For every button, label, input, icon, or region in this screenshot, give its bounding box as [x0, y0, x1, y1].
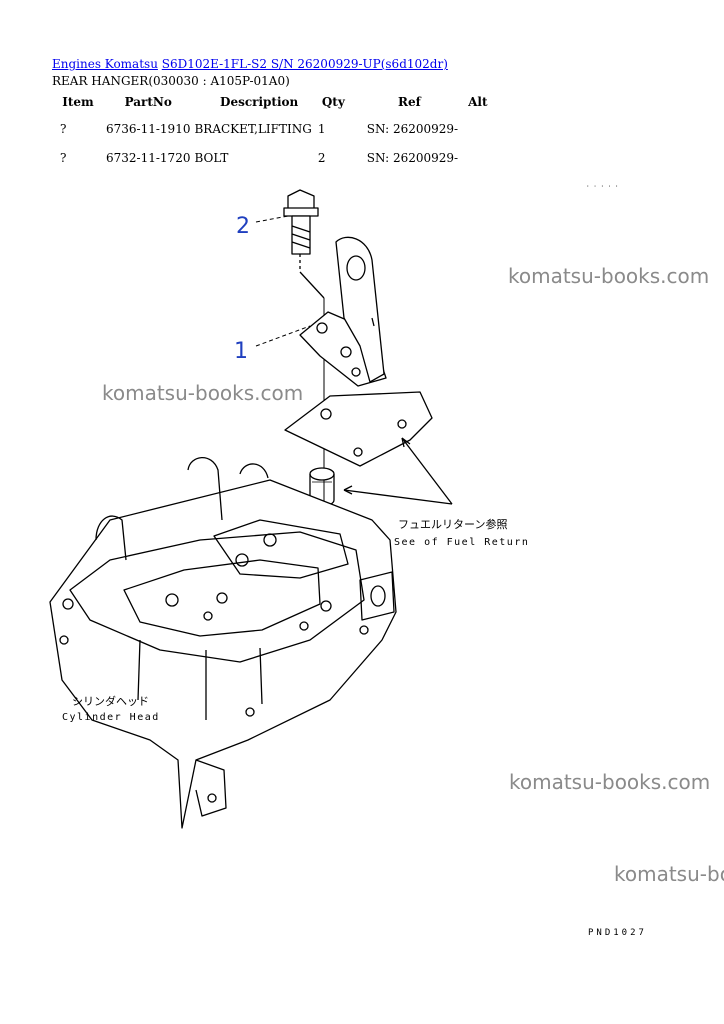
- watermark: komatsu-books.com: [614, 862, 724, 886]
- table-row: ? 6736-11-1910 BRACKET,LIFTING 1 SN: 262…: [52, 114, 496, 143]
- header-ref: Ref: [398, 95, 421, 109]
- table-row: ? 6732-11-1720 BOLT 2 SN: 26200929-: [52, 143, 496, 172]
- lifting-bracket-part: [299, 236, 387, 387]
- cylinder-head-part: [49, 456, 397, 829]
- cell-item: ?: [60, 121, 67, 136]
- breadcrumb-link-engines[interactable]: Engines Komatsu: [52, 57, 158, 71]
- cell-partno: 6732-11-1720: [106, 150, 191, 165]
- cell-ref: SN: 26200929-: [366, 150, 459, 165]
- header-alt: Alt: [468, 95, 488, 109]
- cell-qty: 1: [317, 121, 326, 136]
- callout-1: 1: [234, 339, 248, 364]
- cell-alt: [460, 143, 495, 172]
- plate-part: [284, 391, 433, 467]
- watermark: komatsu-books.com: [508, 264, 710, 288]
- table-header-row: Item PartNo Description Qty Ref Alt: [52, 90, 496, 114]
- header-description: Description: [220, 95, 299, 109]
- cell-description: BRACKET,LIFTING: [194, 121, 312, 136]
- drawing-code: PND1027: [588, 928, 647, 938]
- parts-table: Item PartNo Description Qty Ref Alt ? 67…: [52, 90, 496, 172]
- cell-qty: 2: [317, 150, 326, 165]
- label-fuel-jp: フュエルリターン参照: [398, 517, 507, 531]
- cell-partno: 6736-11-1910: [106, 121, 191, 136]
- header-partno: PartNo: [124, 95, 172, 109]
- cell-ref: SN: 26200929-: [366, 121, 459, 136]
- breadcrumb: Engines Komatsu S6D102E-1FL-S2 S/N 26200…: [52, 57, 448, 71]
- svg-text:· · · · ·: · · · · ·: [586, 183, 619, 190]
- cell-item: ?: [60, 150, 67, 165]
- cell-description: BOLT: [194, 150, 229, 165]
- label-head-en: Cylinder Head: [62, 712, 160, 723]
- header-qty: Qty: [321, 95, 345, 109]
- watermark: komatsu-books.com: [102, 381, 304, 405]
- label-fuel-en: See of Fuel Return: [394, 537, 529, 548]
- label-head-jp: シリンダヘッド: [72, 694, 149, 708]
- watermark: komatsu-books.com: [509, 770, 711, 794]
- exploded-parts-drawing: · · · · ·: [49, 183, 647, 938]
- callout-2: 2: [236, 214, 250, 239]
- cell-alt: [460, 114, 495, 143]
- page-title: REAR HANGER(030030 : A105P-01A0): [52, 74, 290, 88]
- header-item: Item: [62, 95, 94, 109]
- breadcrumb-link-model[interactable]: S6D102E-1FL-S2 S/N 26200929-UP(s6d102dr): [161, 57, 448, 71]
